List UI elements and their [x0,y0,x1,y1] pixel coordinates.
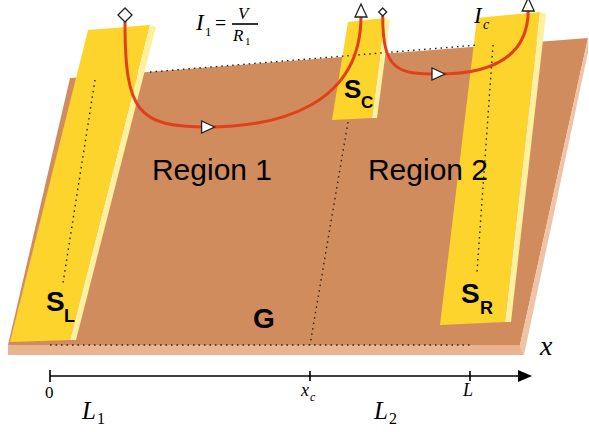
axis-tick-label: 0 [45,384,54,401]
region-label-box: Region 1 [150,150,274,193]
terminal-marker [379,8,387,16]
length-subscript: 2 [389,411,397,427]
current-subscript: 1 [205,25,212,38]
electrode-subscript: C [361,94,373,111]
region-label: Region 1 [150,150,274,189]
length-label: L [374,398,388,423]
resistance-symbol: R [233,27,243,44]
electrode-subscript: L [64,307,75,325]
current-subscript: c [483,18,489,32]
terminal-marker [118,8,132,22]
arrowhead [355,4,367,17]
graphene-sheet: GRegion 1Region 2SLSCSR [0,0,589,360]
arrowhead [522,0,534,11]
region-label-box: Region 2 [366,150,490,193]
current-symbol: I [196,11,204,34]
electrode-subscript: R [480,299,493,317]
left-electrode-shape [8,22,158,344]
axis-tick-label: x [301,381,309,399]
sheet-label: G [253,305,275,333]
equals-sign: = [215,13,226,33]
length-label: L [82,398,96,423]
resistance-subscript: 1 [245,36,251,47]
electrode-label: S [461,280,480,308]
region-label: Region 2 [366,150,490,189]
electrode-label: S [344,76,361,102]
electrode-label: S [46,288,65,316]
voltage-symbol: V [238,5,248,22]
current-symbol: I [474,4,482,27]
axis-tick-subscript: c [310,391,315,403]
axis-name: x [540,332,552,360]
length-subscript: 1 [97,411,105,427]
axis-tick-label: L [463,381,473,399]
left-electrode: SL [8,22,158,344]
